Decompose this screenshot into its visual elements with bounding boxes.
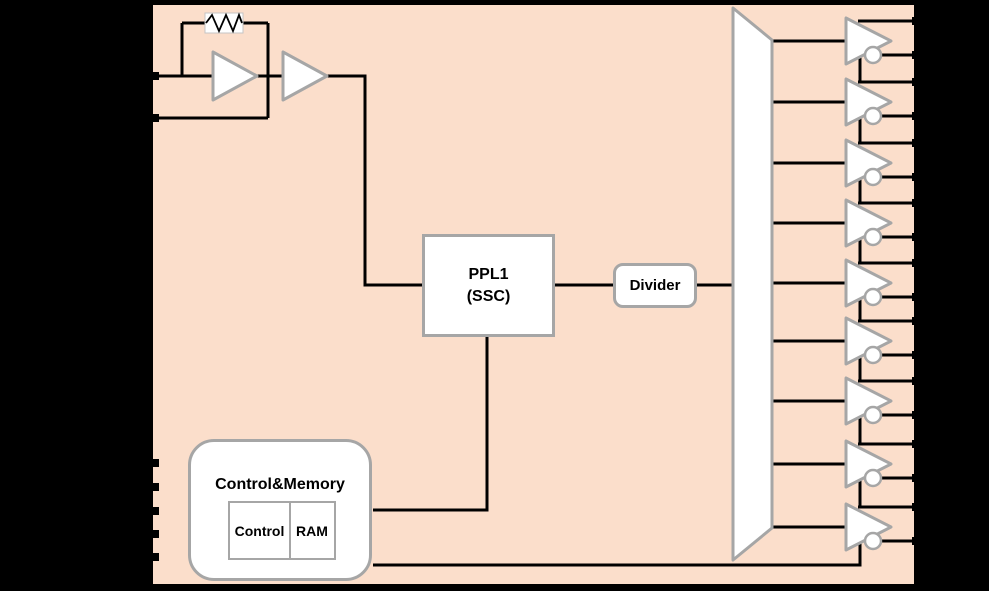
control-input-pin (149, 507, 159, 515)
output-pin (912, 317, 922, 325)
output-complement-pin (912, 411, 922, 419)
output-pin (912, 259, 922, 267)
output-complement-pin (912, 51, 922, 59)
output-pin (912, 78, 922, 86)
inverter-bubble-icon (863, 45, 883, 65)
output-pin (912, 503, 922, 511)
output-complement-pin (912, 293, 922, 301)
crystal-input-pin (149, 114, 159, 122)
oscillator-amplifier-icon (211, 50, 259, 102)
divider-block: Divider (613, 263, 697, 308)
ram-sub-block: RAM (288, 501, 336, 560)
output-complement-pin (912, 474, 922, 482)
crystal-input-pin (149, 72, 159, 80)
control-memory-block: Control&Memory Control RAM (188, 439, 372, 581)
control-input-pin (149, 530, 159, 538)
output-complement-pin (912, 112, 922, 120)
pll-label-line1: PPL1 (468, 265, 509, 283)
buffer-amplifier-icon (281, 50, 329, 102)
output-complement-pin (912, 537, 922, 545)
inverter-bubble-icon (863, 345, 883, 365)
inverter-bubble-icon (863, 106, 883, 126)
resistor-icon (205, 12, 243, 34)
output-pin (912, 377, 922, 385)
pll-block: PPL1 (SSC) (422, 234, 555, 337)
output-pin (912, 199, 922, 207)
fanout-trapezoid-icon (731, 6, 774, 562)
output-complement-pin (912, 173, 922, 181)
wire (373, 543, 862, 567)
wire (327, 74, 422, 287)
output-complement-pin (912, 233, 922, 241)
inverter-bubble-icon (863, 531, 883, 551)
divider-label: Divider (629, 277, 681, 294)
control-sub-block: Control (228, 501, 291, 560)
wire (373, 337, 489, 512)
control-input-pin (149, 553, 159, 561)
control-memory-subblocks: Control RAM (228, 501, 336, 560)
output-pin (912, 440, 922, 448)
inverter-bubble-icon (863, 468, 883, 488)
output-complement-pin (912, 351, 922, 359)
inverter-bubble-icon (863, 167, 883, 187)
inverter-bubble-icon (863, 287, 883, 307)
output-pin (912, 17, 922, 25)
inverter-bubble-icon (863, 227, 883, 247)
pll-label-line2: (SSC) (466, 287, 511, 305)
control-input-pin (149, 459, 159, 467)
output-pin (912, 139, 922, 147)
inverter-bubble-icon (863, 405, 883, 425)
control-input-pin (149, 483, 159, 491)
control-memory-title: Control&Memory (215, 476, 345, 493)
